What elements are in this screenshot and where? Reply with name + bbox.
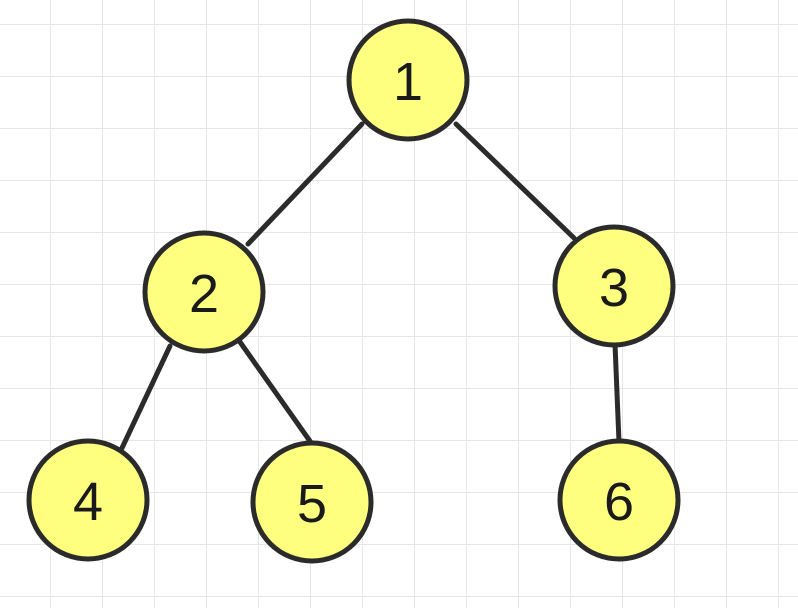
node-circle-3 [552,224,676,348]
edges-layer [119,121,622,451]
node-label-3: 3 [599,258,629,318]
edge-2-4 [119,343,173,451]
edge-3-6 [612,341,622,445]
tree-node-4: 4 [26,438,150,562]
node-label-2: 2 [189,264,219,324]
node-label-5: 5 [297,474,327,534]
tree-node-5: 5 [250,440,374,564]
edge-1-3 [453,121,577,241]
node-circle-4 [26,438,150,562]
node-label-6: 6 [604,472,634,532]
node-circle-1 [346,18,470,142]
node-circle-5 [250,440,374,564]
edge-2-5 [237,339,315,447]
edge-1-2 [245,121,365,247]
tree-node-2: 2 [142,230,266,354]
tree-node-3: 3 [552,224,676,348]
tree-node-6: 6 [557,438,681,562]
node-label-4: 4 [73,472,103,532]
node-circle-2 [142,230,266,354]
node-label-1: 1 [393,52,423,112]
node-circle-6 [557,438,681,562]
nodes-layer: 1 2 3 4 5 6 [26,18,681,564]
tree-node-1: 1 [346,18,470,142]
